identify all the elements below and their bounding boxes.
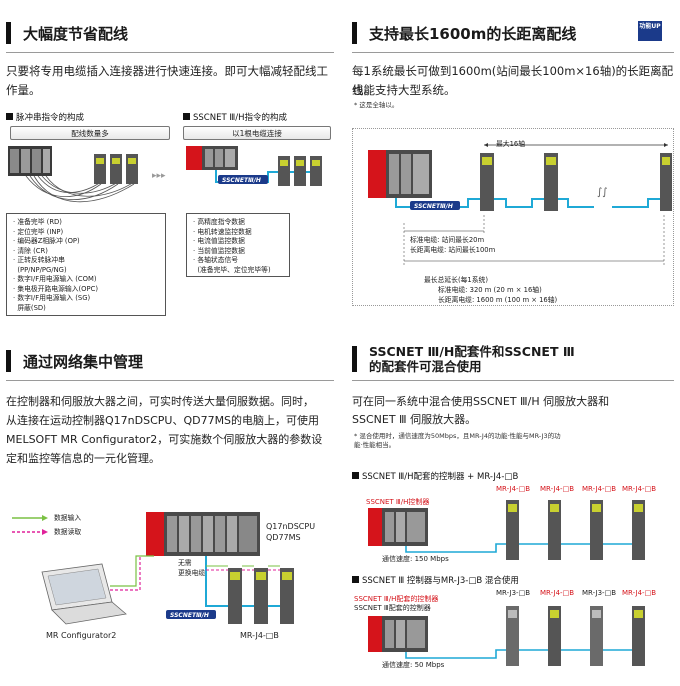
pulse-signal-item: · 正转反转脉冲串 (13, 256, 65, 264)
amp-label-1-4: MR-J4-□B (622, 485, 656, 493)
sscnet-signal-item: · 各轴状态信号 (193, 256, 239, 264)
sscnet-logo: SSCNETⅢ/H (414, 203, 453, 210)
mixed-description-2: SSCNET Ⅲ 伺服放大器。 (352, 413, 477, 426)
amp-label-2-2: MR-J4-□B (540, 589, 574, 597)
pulse-signal-item: · 集电极开路电源输入(OPC) (13, 284, 98, 293)
sscnet-signal-item: · 电机转速监控数据 (193, 227, 252, 236)
wiring-comparison-illustration: ▸▸▸ SSCNETⅢ/H (8, 146, 322, 203)
standard-cable-label: 标准电缆: 站间最长20m (410, 236, 485, 244)
mixed-note-1: * 混合使用时，通信速度为50Mbps，且MR-J4的功能·性能与MR-J3的功 (354, 432, 561, 440)
speed-50: 通信速度: 50 Mbps (382, 661, 445, 669)
section-title-wiring: 大幅度节省配线 (6, 22, 128, 44)
speed-150: 通信速度: 150 Mbps (382, 555, 449, 563)
sscnet-signal-list: · 高精度指令数据· 电机转速监控数据· 电流值监控数据· 当前值监控数据· 各… (186, 213, 290, 277)
max-axis-label: 最大16轴 (496, 140, 526, 148)
title-bar (6, 350, 11, 372)
long-cable-label: 长距离电缆: 站间最长100m (410, 246, 496, 254)
title-bar (352, 22, 357, 44)
sscnet-logo: SSCNETⅢ/H (170, 612, 209, 619)
pulse-signal-item: · 清除 (CR) (13, 246, 48, 255)
controller-model-2: QD77MS (266, 533, 301, 542)
network-description: 在控制器和伺服放大器之间，可实时传送大量伺服数据。同时， 从连接在运动控制器Q1… (6, 395, 323, 465)
one-cable-label: 以1根电缆连接 (183, 126, 331, 140)
legend-data-read: 数据读取 (54, 528, 82, 536)
network-illustration: SSCNETⅢ/H (12, 512, 294, 625)
mixed-subheader-2: SSCNET Ⅲ 控制器与MR-J3-□B 混合使用 (352, 574, 519, 586)
section-title-mixed: SSCNET Ⅲ/H配套件和SSCNET Ⅲ 的配套件可混合使用 (352, 344, 575, 374)
sscnet-signal-item: · 高精度指令数据 (193, 218, 245, 226)
mixed-system-1 (368, 500, 645, 560)
mixed-system-2 (368, 606, 645, 666)
divider (6, 380, 334, 381)
amp-label-1-2: MR-J4-□B (540, 485, 574, 493)
amp-label-2-4: MR-J4-□B (622, 589, 656, 597)
amplifier-model: MR-J4-□B (240, 631, 279, 640)
pulse-signal-item: · 数字I/F用电源输入 (SG) (13, 294, 91, 302)
total-length-title: 最长总延长(每1系统) (424, 276, 489, 284)
amp-label-2-3: MR-J3-□B (582, 589, 616, 597)
amp-label-1-1: MR-J4-□B (496, 485, 530, 493)
total-standard: 标准电缆: 320 m (20 m × 16轴) (438, 286, 542, 294)
sscnet-logo: SSCNETⅢ/H (222, 177, 261, 184)
distance-description-2: 也能支持大型系统。 (352, 83, 456, 97)
sscnet3-compatible-controller-label: SSCNET Ⅲ配套的控制器 (354, 604, 431, 612)
svg-text:▸▸▸: ▸▸▸ (152, 171, 166, 181)
divider (352, 380, 674, 381)
pulse-signal-item: 屏蔽(SD) (13, 303, 46, 312)
pulse-signal-item: · 准备完毕 (RD) (13, 218, 62, 226)
svg-text:∫∫: ∫∫ (597, 187, 607, 198)
amp-label-1-3: MR-J4-□B (582, 485, 616, 493)
sscnet-signal-item: (准备完毕、定位完毕等) (193, 265, 271, 274)
legend-data-input: 数据输入 (54, 514, 82, 522)
divider (6, 52, 334, 53)
mixed-subheader-1: SSCNET Ⅲ/H配套的控制器 + MR-J4-□B (352, 470, 518, 482)
mixed-description-1: 可在同一系统中混合使用SSCNET Ⅲ/H 伺服放大器和 (352, 395, 610, 408)
many-wires-label: 配线数量多 (10, 126, 170, 140)
sscnet-header: SSCNET Ⅲ/H指令的构成 (183, 111, 287, 123)
title-bar (6, 22, 11, 44)
pulse-signal-item: (PP/NP/PG/NG) (13, 265, 67, 274)
pc-software-label: MR Configurator2 (46, 631, 117, 640)
distance-note: * 这是全轴以。 (354, 101, 399, 109)
pulse-header: 脉冲串指令的构成 (6, 111, 84, 123)
section-title-network: 通过网络集中管理 (6, 350, 143, 372)
mixed-note-2: 能·性能相当。 (354, 441, 396, 449)
no-cable-change-2: 更换电缆 (178, 569, 206, 577)
pulse-signal-list: · 准备完毕 (RD)· 定位完毕 (INP)· 编码器Z相脉冲 (OP)· 清… (6, 213, 166, 316)
pulse-signal-item: · 编码器Z相脉冲 (OP) (13, 237, 80, 245)
pulse-signal-item: · 定位完毕 (INP) (13, 227, 64, 236)
sscnet3h-controller-label: SSCNET Ⅲ/H控制器 (366, 498, 430, 506)
divider (352, 52, 674, 53)
long-distance-diagram-frame (352, 128, 674, 306)
long-distance-diagram: ∫∫ SSCNETⅢ/H (368, 143, 672, 265)
distance-description-1: 每1系统最长可做到1600m(站间最长100m×16轴)的长距离配线。 (352, 64, 674, 97)
wiring-description: 只要将专用电缆插入连接器进行快速连接。即可大幅减轻配线工作量。 (6, 64, 328, 97)
function-up-badge: 功能UP (638, 21, 662, 41)
no-cable-change-1: 无需 (178, 559, 192, 567)
section-title-long-distance: 支持最长1600m的长距离配线 (352, 22, 576, 44)
title-bar (352, 346, 357, 372)
sscnet-signal-item: · 当前值监控数据 (193, 246, 245, 255)
pulse-signal-item: · 数字I/F用电源输入 (COM) (13, 275, 97, 283)
sscnet-signal-item: · 电流值监控数据 (193, 237, 245, 245)
sscnet3h-compatible-controller-label: SSCNET Ⅲ/H配套的控制器 (354, 595, 439, 603)
total-long: 长距离电缆: 1600 m (100 m × 16轴) (438, 296, 558, 304)
amp-label-2-1: MR-J3-□B (496, 589, 530, 597)
controller-model-1: Q17nDSCPU (266, 522, 316, 531)
